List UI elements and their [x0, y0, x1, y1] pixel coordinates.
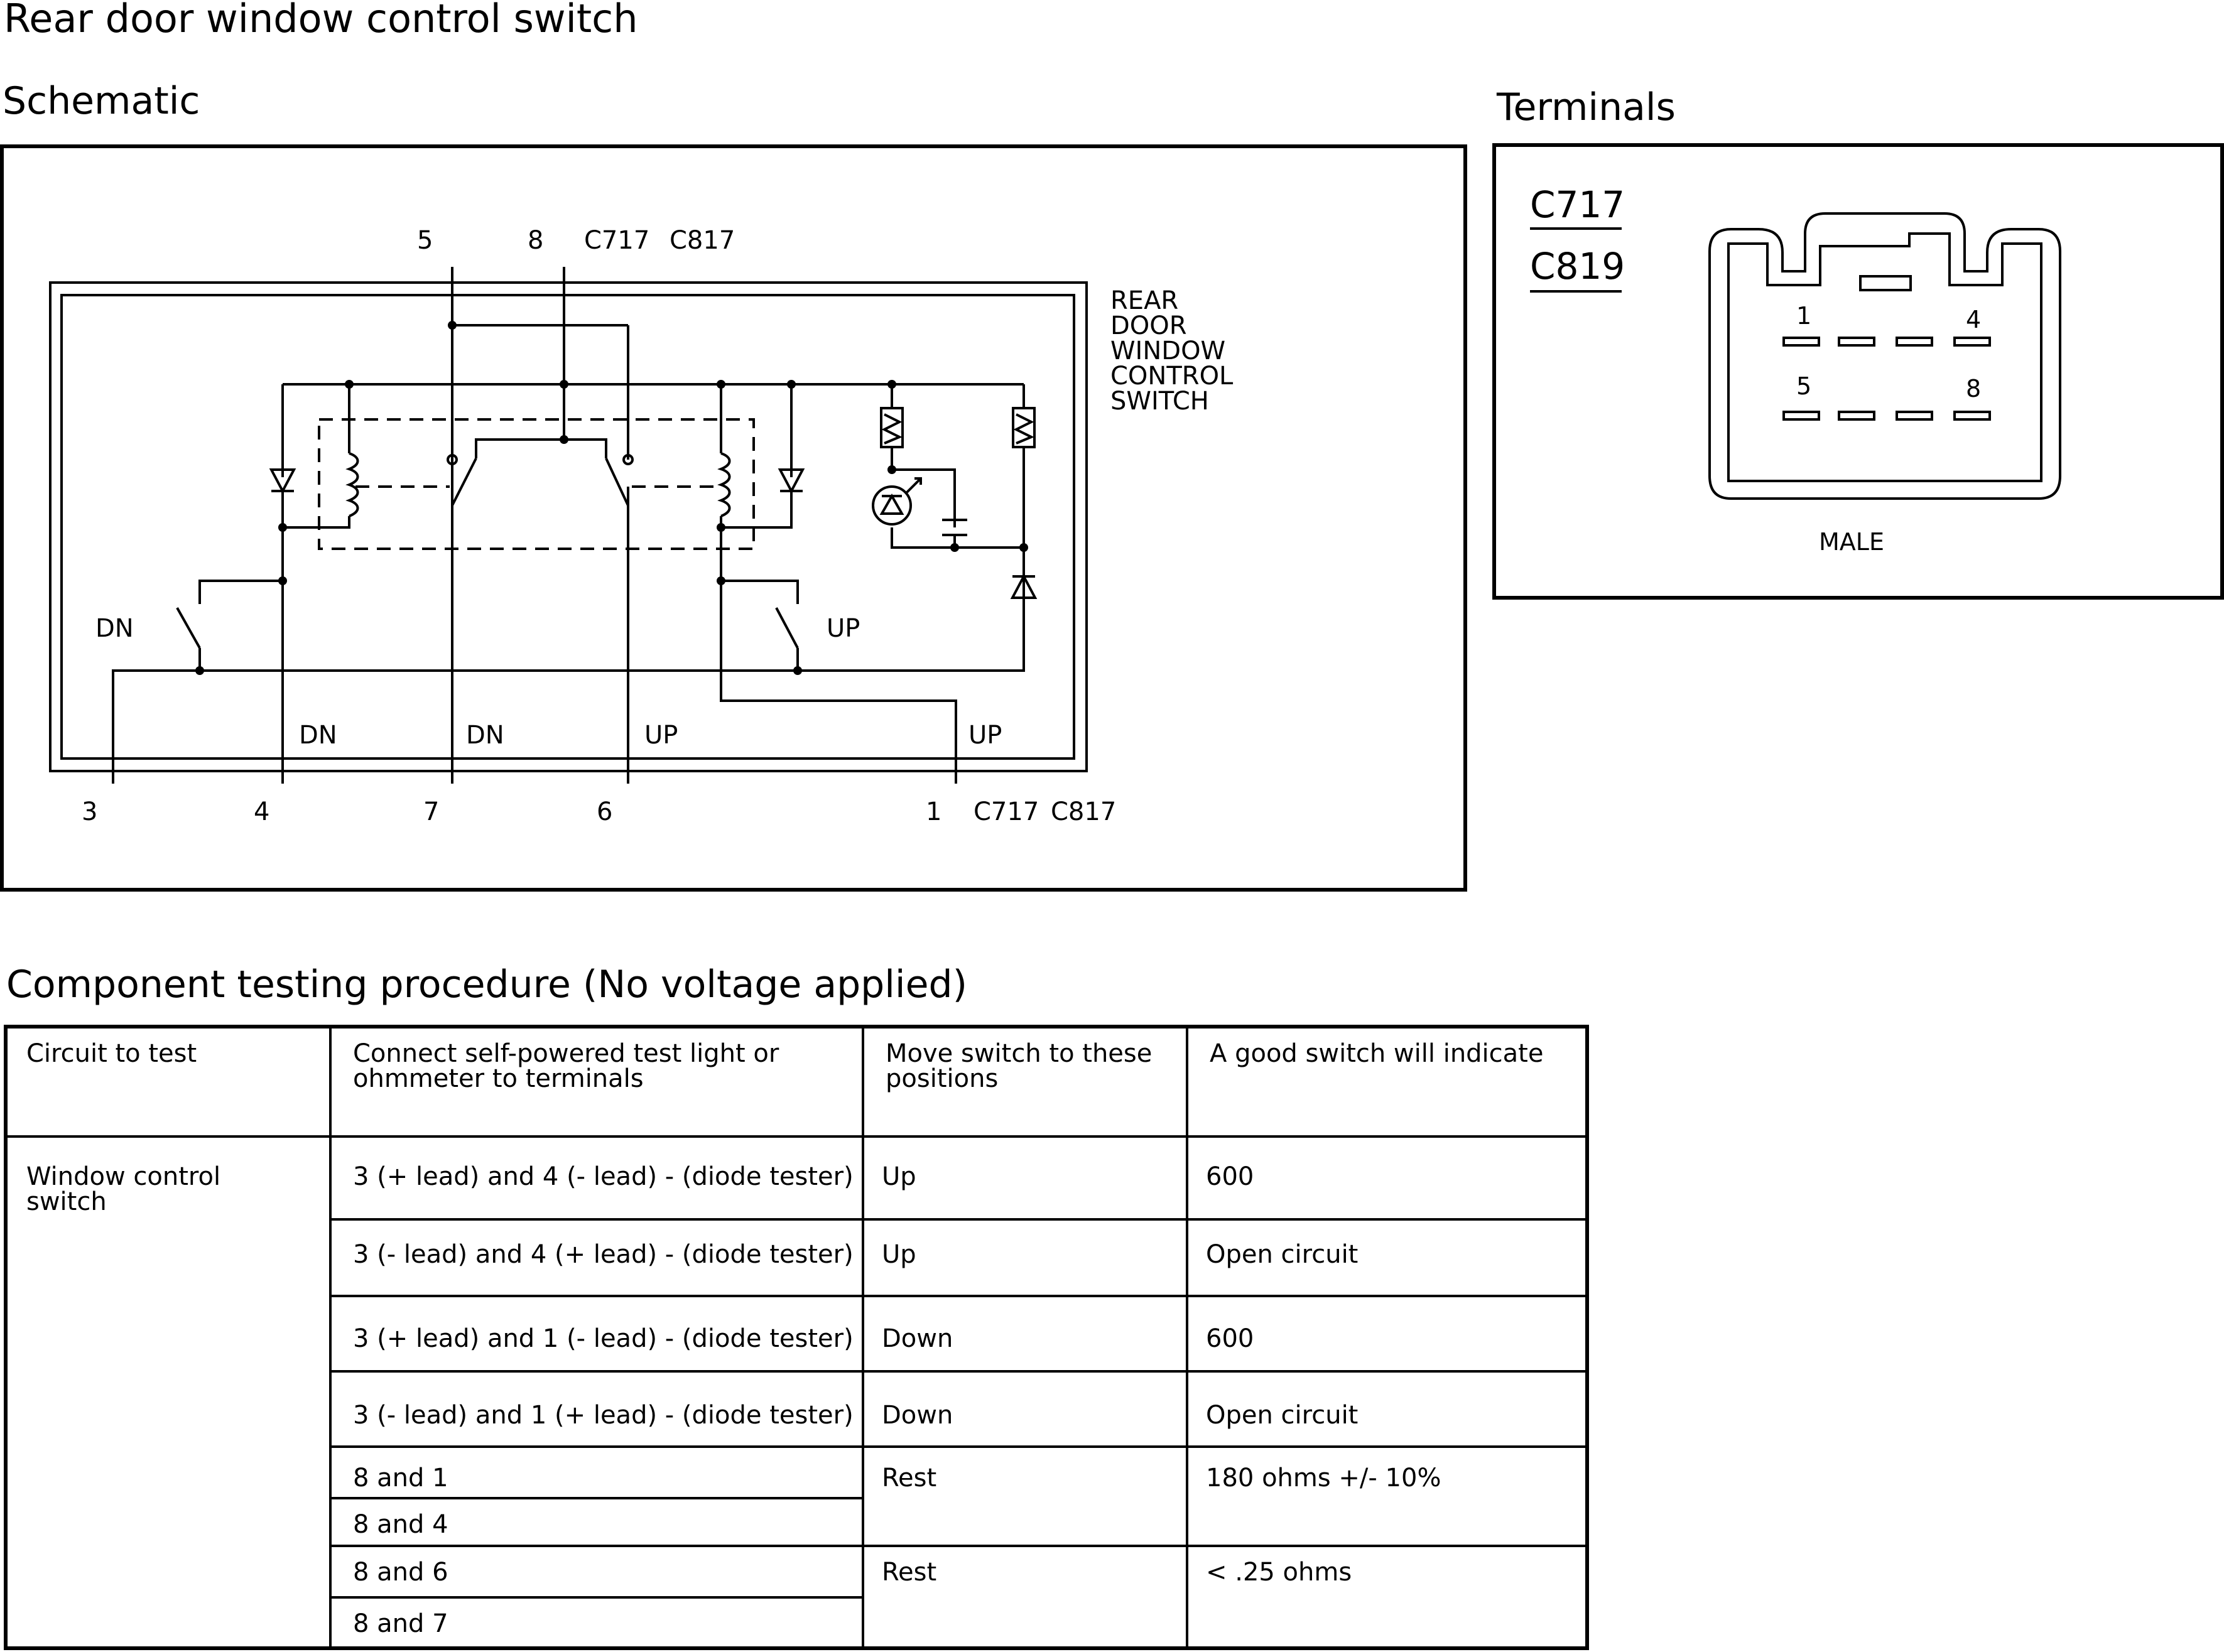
row-3-terminals: 3 (+ lead) and 1 (- lead) - (diode teste…: [353, 1324, 854, 1353]
connector-c819: C819: [1530, 245, 1625, 288]
row-3-position: Down: [882, 1324, 953, 1353]
contact-right-no: [622, 454, 634, 465]
connector-c717: C717: [1530, 183, 1625, 226]
row-4-position: Down: [882, 1401, 953, 1430]
terminals-heading: Terminals: [1497, 85, 1676, 129]
wire-pin-3-bus: [112, 548, 1025, 784]
wire-up-switch-top: [721, 580, 799, 604]
bottom-label-up-1: UP: [644, 721, 678, 750]
schematic-panel: [0, 144, 1467, 892]
wire-pin-1: [720, 516, 957, 784]
group-1-terminals-b: 8 and 4: [353, 1510, 448, 1539]
enclosure-outer: [49, 281, 1088, 772]
group-1-position: Rest: [882, 1464, 937, 1493]
row-1-position: Up: [882, 1162, 916, 1191]
terminals-panel: [1492, 143, 2224, 600]
left-coil: [345, 452, 359, 517]
row-2-position: Up: [882, 1240, 916, 1269]
row-4-terminals: 3 (- lead) and 1 (+ lead) - (diode teste…: [353, 1401, 854, 1430]
header-result: A good switch will indicate: [1210, 1039, 1544, 1068]
dn-switch-arm: [176, 607, 201, 649]
wire-right-diode-bottom: [721, 491, 793, 529]
component-label-line-4: CONTROL: [1110, 362, 1234, 391]
pin-number-5: 5: [1796, 372, 1811, 400]
switch-arm-right: [605, 458, 629, 506]
group-2-terminals-a: 8 and 6: [353, 1558, 448, 1587]
dn-switch-label: DN: [95, 614, 134, 643]
top-connector-c717: C717: [584, 226, 649, 255]
component-label-line-3: WINDOW: [1110, 337, 1225, 365]
bottom-pin-7: 7: [423, 797, 439, 826]
top-pin-8: 8: [528, 226, 543, 255]
bottom-connector-c817: C817: [1051, 797, 1116, 826]
table-grid: [4, 1025, 1589, 1650]
row-2-terminals: 3 (- lead) and 4 (+ lead) - (diode teste…: [353, 1240, 854, 1269]
connector-pins: [1782, 337, 1991, 421]
junction-dots: [195, 321, 1028, 675]
component-label-line-5: SWITCH: [1110, 387, 1209, 416]
component-label-line-2: DOOR: [1110, 311, 1187, 340]
component-label-line-1: REAR: [1110, 286, 1178, 315]
right-diode: [778, 468, 805, 494]
procedure-table: Circuit to test Connect self-powered tes…: [4, 1025, 1589, 1650]
circuit-name: Window control switch: [26, 1162, 221, 1216]
pin-number-1: 1: [1796, 302, 1811, 330]
row-2-result: Open circuit: [1206, 1240, 1359, 1269]
group-2-result: < .25 ohms: [1206, 1558, 1352, 1587]
led-symbol: [879, 493, 904, 515]
resistor-right-zigzag: [1013, 413, 1034, 445]
bottom-pin-4: 4: [254, 797, 269, 826]
pin-number-4: 4: [1966, 306, 1981, 333]
group-1-terminals-a: 8 and 1: [353, 1464, 448, 1493]
row-4-result: Open circuit: [1206, 1401, 1359, 1430]
page-title: Rear door window control switch: [4, 0, 638, 41]
wire-capacitor: [891, 447, 956, 527]
left-diode: [269, 468, 296, 494]
header-circuit: Circuit to test: [26, 1039, 197, 1068]
wire-common-right: [564, 438, 607, 458]
row-3-result: 600: [1206, 1324, 1254, 1353]
top-connector-c817: C817: [670, 226, 735, 255]
header-terminals: Connect self-powered test light or ohmme…: [353, 1039, 779, 1093]
led-arrow: [906, 477, 922, 494]
wire-left-coil-bottom: [283, 516, 350, 529]
procedure-heading: Component testing procedure (No voltage …: [6, 963, 967, 1007]
group-1-result: 180 ohms +/- 10%: [1206, 1464, 1441, 1493]
wire-common-left: [475, 438, 564, 458]
up-switch-arm: [775, 607, 799, 649]
bottom-label-dn-2: DN: [466, 721, 504, 750]
wire-capacitor-bottom: [891, 527, 956, 549]
up-switch-label: UP: [827, 614, 860, 643]
right-bottom-diode: [1010, 573, 1038, 599]
contact-left-no: [447, 454, 458, 465]
connector-outline-outer: [1708, 212, 2061, 500]
group-2-terminals-b: 8 and 7: [353, 1609, 448, 1638]
bottom-pin-3: 3: [82, 797, 97, 826]
row-1-result: 600: [1206, 1162, 1254, 1191]
connector-gender: MALE: [1819, 528, 1884, 556]
pin-number-8: 8: [1966, 375, 1981, 402]
switch-arm-left: [451, 458, 477, 506]
actuator-box: [318, 418, 755, 550]
connector-outline-inner: [1727, 232, 2042, 482]
connector-key: [1859, 275, 1912, 291]
enclosure-inner: [60, 294, 1075, 760]
lamp-led: [872, 485, 912, 526]
row-1-terminals: 3 (+ lead) and 4 (- lead) - (diode teste…: [353, 1162, 854, 1191]
bottom-label-dn-1: DN: [299, 721, 337, 750]
top-pin-5: 5: [417, 226, 433, 255]
schematic-heading: Schematic: [3, 79, 200, 123]
group-2-position: Rest: [882, 1558, 937, 1587]
bottom-connector-c717: C717: [974, 797, 1039, 826]
right-coil: [717, 452, 731, 517]
header-position: Move switch to these positions: [886, 1039, 1153, 1093]
wire-dn-switch-top: [198, 580, 283, 604]
bottom-pin-1: 1: [926, 797, 941, 826]
bottom-label-up-2: UP: [968, 721, 1002, 750]
resistor-lamp-zigzag: [881, 413, 903, 445]
bottom-pin-6: 6: [597, 797, 612, 826]
